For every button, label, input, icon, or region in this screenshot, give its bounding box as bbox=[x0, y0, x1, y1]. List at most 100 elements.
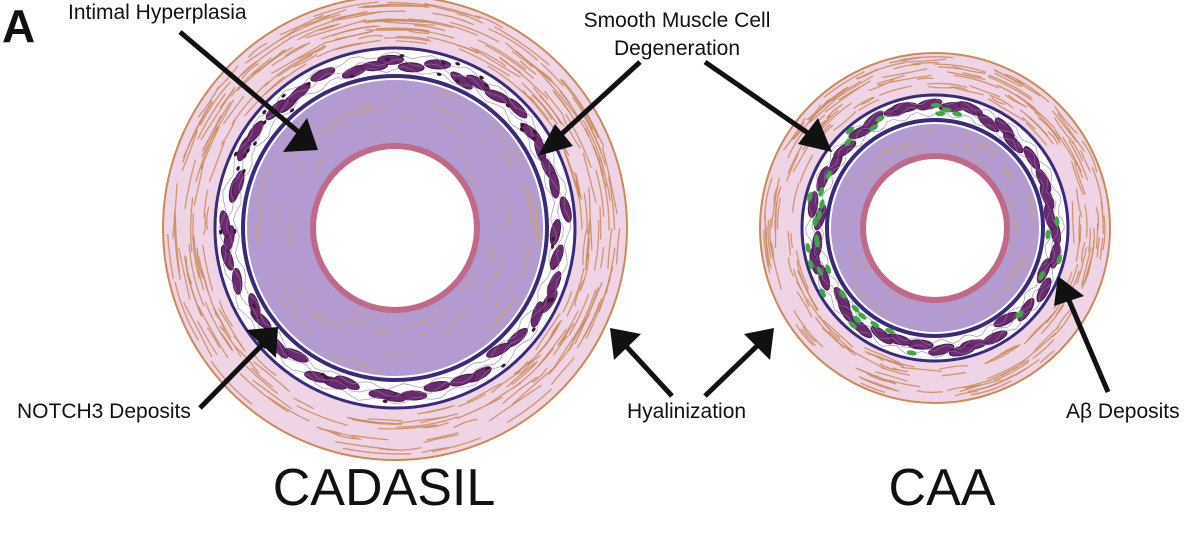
adventitia-fiber bbox=[561, 79, 599, 136]
arrowhead-intimal bbox=[283, 118, 318, 152]
adventitia-fiber bbox=[239, 373, 289, 413]
adventitia-fiber bbox=[296, 405, 348, 427]
intima-fiber bbox=[522, 240, 527, 256]
intima-fiber bbox=[295, 162, 306, 177]
panel-letter: A bbox=[2, 0, 35, 52]
adventitia-fiber bbox=[565, 113, 592, 169]
adventitia-fiber bbox=[232, 335, 246, 352]
adventitia-fiber bbox=[795, 250, 809, 289]
adventitia-fiber bbox=[432, 12, 474, 26]
adventitia-fiber bbox=[1080, 241, 1086, 263]
adventitia-fiber bbox=[408, 30, 429, 35]
adventitia-fiber bbox=[197, 305, 229, 359]
adventitia-fiber bbox=[599, 206, 602, 240]
adventitia-fiber bbox=[475, 15, 504, 29]
label-smc-degeneration-line1: Smooth Muscle Cell bbox=[584, 9, 771, 32]
adventitia-fiber bbox=[1027, 319, 1048, 341]
adventitia-fiber bbox=[413, 24, 446, 32]
adventitia-fiber bbox=[864, 350, 905, 368]
notch3-deposit bbox=[242, 153, 247, 159]
adventitia-fiber bbox=[350, 434, 389, 441]
intima-fiber bbox=[330, 121, 347, 132]
adventitia-fiber bbox=[987, 98, 1025, 121]
adventitia-fiber bbox=[949, 86, 968, 91]
adventitia-fiber bbox=[875, 371, 908, 382]
adventitia-fiber bbox=[926, 82, 968, 89]
adventitia-fiber bbox=[1054, 106, 1078, 134]
intima-fiber bbox=[959, 142, 982, 153]
adventitia-fiber bbox=[182, 101, 213, 163]
intima-fiber bbox=[345, 314, 371, 326]
adventitia-fiber bbox=[566, 267, 585, 317]
intima-fiber bbox=[483, 270, 499, 296]
intima-fiber bbox=[1002, 190, 1012, 210]
adventitia-fiber bbox=[583, 192, 589, 234]
adventitia-fiber bbox=[823, 71, 865, 98]
adventitia-fiber bbox=[1082, 261, 1092, 286]
adventitia-fiber bbox=[867, 353, 884, 362]
adventitia-fiber bbox=[277, 54, 313, 77]
adventitia-fiber bbox=[379, 446, 422, 451]
caa-internal-elastic-lamina bbox=[825, 118, 1045, 338]
adventitia-fiber bbox=[802, 326, 817, 343]
adventitia-fiber bbox=[1032, 339, 1055, 359]
intima-fiber bbox=[369, 328, 386, 333]
media-connective-line bbox=[232, 65, 558, 391]
adventitia-fiber bbox=[178, 247, 191, 300]
adventitia-fiber bbox=[449, 21, 500, 43]
adventitia-fiber bbox=[561, 144, 581, 198]
abeta-deposit bbox=[816, 210, 822, 220]
notch3-deposit bbox=[233, 228, 237, 234]
adventitia-fiber bbox=[332, 25, 380, 37]
adventitia-fiber bbox=[593, 220, 600, 271]
label-abeta-deposits: Aβ Deposits bbox=[1066, 400, 1180, 423]
adventitia-fiber bbox=[837, 80, 871, 101]
notch3-deposit bbox=[323, 375, 329, 380]
abeta-deposit bbox=[930, 102, 941, 108]
adventitia-fiber bbox=[793, 268, 802, 290]
adventitia-fiber bbox=[529, 96, 550, 120]
adventitia-fiber bbox=[988, 74, 1033, 99]
adventitia-fiber bbox=[858, 99, 880, 112]
intima-fiber bbox=[448, 305, 472, 324]
adventitia-fiber bbox=[419, 413, 459, 424]
smooth-muscle-cell bbox=[397, 62, 425, 73]
adventitia-fiber bbox=[946, 71, 986, 81]
adventitia-fiber bbox=[953, 74, 1000, 89]
adventitia-fiber bbox=[424, 2, 481, 19]
adventitia-fiber bbox=[502, 376, 538, 405]
notch3-deposit bbox=[485, 366, 490, 371]
adventitia-fiber bbox=[378, 424, 437, 430]
adventitia-fiber bbox=[1034, 111, 1061, 141]
notch3-deposit bbox=[440, 61, 446, 65]
adventitia-fiber bbox=[860, 382, 885, 394]
notch3-deposit bbox=[242, 168, 246, 174]
intima-fiber bbox=[435, 92, 452, 100]
abeta-deposit bbox=[825, 264, 832, 274]
notch3-deposit bbox=[262, 109, 267, 115]
title-cadasil: CADASIL bbox=[273, 459, 496, 517]
adventitia-fiber bbox=[200, 99, 235, 158]
adventitia-fiber bbox=[1096, 237, 1101, 258]
intima-fiber bbox=[1002, 169, 1013, 183]
notch3-deposit bbox=[384, 57, 390, 61]
adventitia-fiber bbox=[764, 212, 770, 266]
smooth-muscle-cell bbox=[559, 196, 572, 223]
abeta-deposit bbox=[825, 170, 832, 180]
intima-fiber bbox=[1012, 211, 1016, 233]
adventitia-fiber bbox=[241, 63, 260, 80]
adventitia-fiber bbox=[562, 291, 573, 313]
label-intimal-hyperplasia: Intimal Hyperplasia bbox=[68, 1, 247, 24]
adventitia-fiber bbox=[488, 28, 539, 61]
adventitia-fiber bbox=[776, 197, 782, 230]
media-connective-line bbox=[817, 110, 1053, 346]
adventitia-fiber bbox=[427, 36, 479, 54]
adventitia-fiber bbox=[210, 360, 253, 405]
adventitia-fiber bbox=[202, 101, 231, 151]
adventitia-fiber bbox=[996, 344, 1018, 358]
adventitia-fiber bbox=[585, 278, 611, 339]
adventitia-fiber bbox=[588, 187, 593, 251]
intima-fiber bbox=[367, 125, 379, 130]
intima-fiber bbox=[274, 199, 280, 231]
adventitia-fiber bbox=[1081, 140, 1098, 173]
